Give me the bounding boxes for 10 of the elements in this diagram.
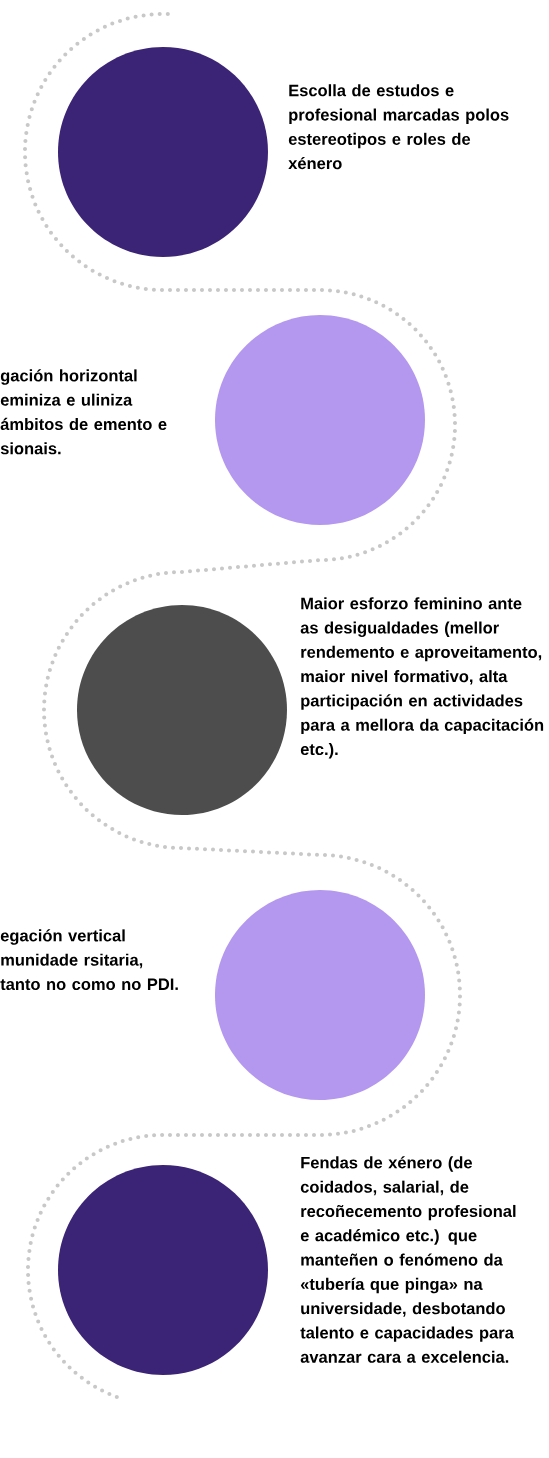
description-text: Maior esforzo feminino ante as desigualdades (mellor rendemento e aproveitamento, maior nivel formativo, alta participación en actividades para a mellora da capacitación etc.). xyxy=(300,597,544,759)
circle xyxy=(58,47,268,257)
circle xyxy=(215,315,425,525)
description-text: gación horizontal eminiza e uliniza ámbitos de emento e sionais. xyxy=(0,369,167,455)
description-text: Escolla de estudos e profesional marcadas polos estereotipos e roles de xénero xyxy=(288,84,509,170)
circle xyxy=(77,605,287,815)
circle xyxy=(215,890,425,1100)
description-text: egación vertical munidade rsitaria, tanto no como no PDI. xyxy=(0,929,178,991)
description-text: Fendas de xénero (de coidados, salarial, de recoñecemento profesional e académico etc.) que manteñen o fenómeno da «tubería que pinga» na universidade, desbotando talento e capacidades para avanzar cara a excelencia. xyxy=(300,1156,516,1363)
circle xyxy=(58,1165,268,1375)
